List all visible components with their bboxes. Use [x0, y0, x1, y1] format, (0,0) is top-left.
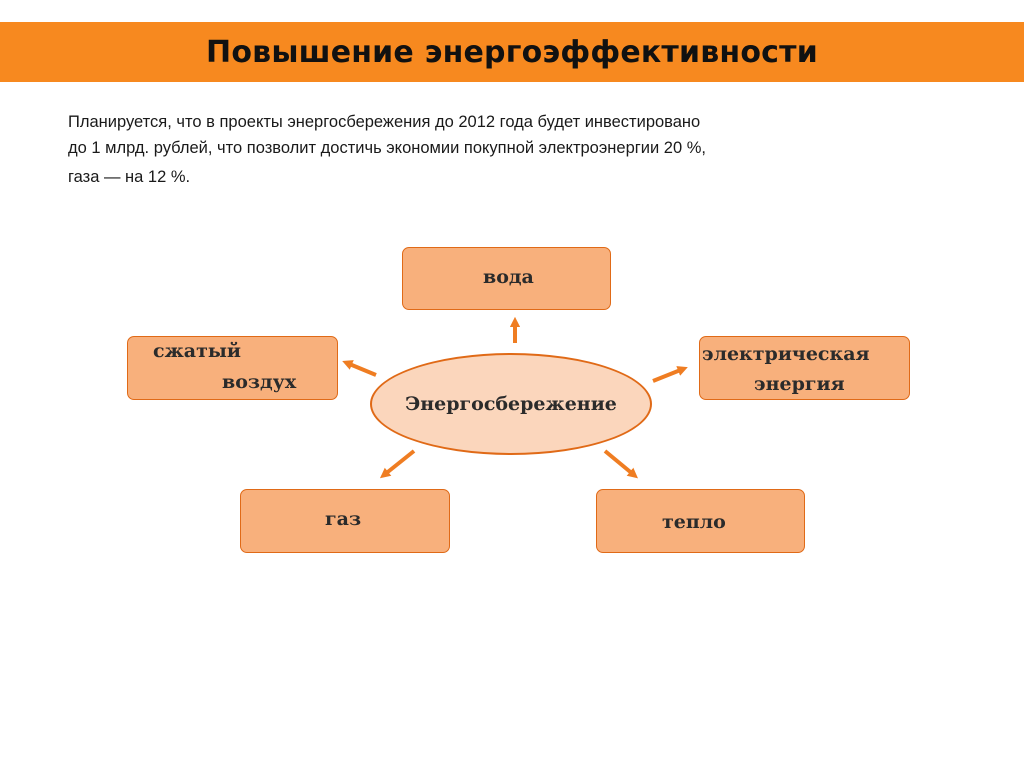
node-water-label: вода: [483, 266, 534, 288]
node-air-label-1: сжатый: [153, 340, 241, 362]
arrow-to-gas: [379, 449, 416, 479]
node-compressed-air: сжатый воздух: [127, 336, 338, 400]
page-title: Повышение энергоэффективности: [206, 34, 818, 70]
arrow-to-electricity: [652, 366, 688, 383]
intro-line-1: Планируется, что в проекты энергосбереже…: [68, 113, 701, 131]
node-gas-label: газ: [325, 508, 362, 530]
node-water: вода: [402, 247, 611, 310]
node-elec-label-1: электрическая: [702, 343, 870, 365]
center-node-label: Энергосбережение: [405, 393, 617, 415]
intro-text: Планируется, что в проекты энергосбереже…: [68, 110, 858, 192]
intro-line-2: до 1 млрд. рублей, что позволит достичь …: [68, 139, 706, 157]
node-heat-label: тепло: [662, 511, 726, 533]
title-bar: Повышение энергоэффективности: [0, 22, 1024, 82]
arrow-to-heat: [603, 449, 639, 479]
node-elec-label-2: энергия: [754, 373, 845, 395]
intro-line-3: газа — на 12 %.: [68, 168, 191, 186]
node-electricity: электрическая энергия: [699, 336, 910, 400]
center-node-energy-saving: Энергосбережение: [370, 353, 652, 455]
node-gas: газ: [240, 489, 450, 553]
node-air-label-2: воздух: [222, 371, 297, 393]
arrow-to-air: [342, 360, 377, 377]
node-heat: тепло: [596, 489, 805, 553]
